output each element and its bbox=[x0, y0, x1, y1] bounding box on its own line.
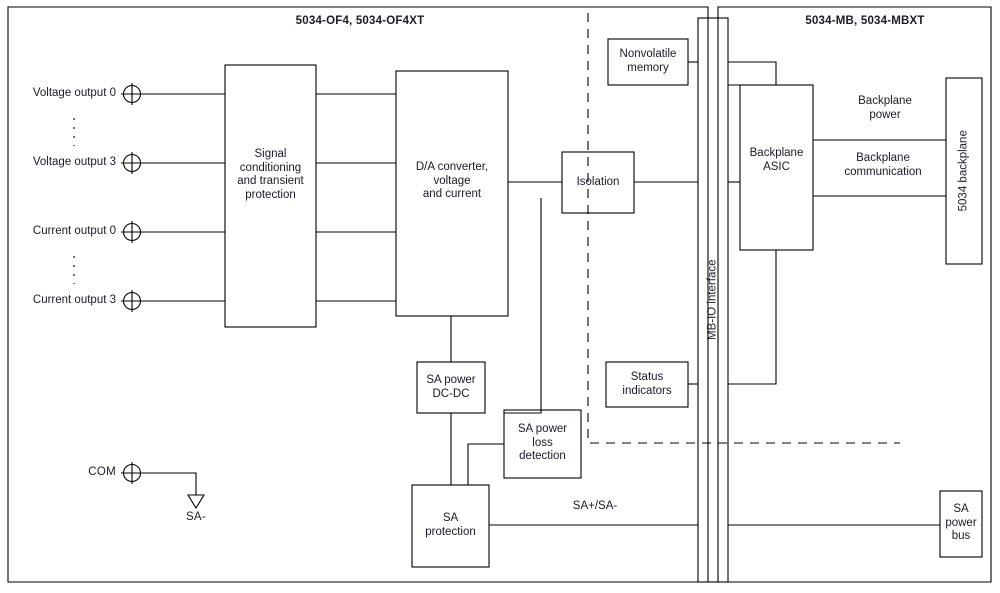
label-backplane-communication-l1: Backplane bbox=[856, 152, 910, 164]
wire-mbio-asic-upper bbox=[728, 61, 777, 85]
label-sa-power-bus-l3: bus bbox=[951, 530, 971, 542]
label-da-converter-l3: and current bbox=[422, 188, 482, 200]
enclosure-right-module bbox=[717, 6, 992, 583]
terminal-voltage-output-3 bbox=[121, 152, 143, 174]
label-nonvolatile-memory-l2: memory bbox=[627, 61, 669, 74]
block-sa-power-bus bbox=[939, 490, 983, 558]
label-current-output-3: Current output 3 bbox=[32, 294, 116, 306]
label-sa-power-bus-l2: power bbox=[945, 516, 977, 529]
label-sa-power-loss-l2: loss bbox=[532, 436, 553, 449]
label-sa-plus-minus: SA+/SA- bbox=[572, 500, 618, 512]
label-com: COM bbox=[88, 466, 116, 478]
label-backplane-asic: Backplane ASIC bbox=[740, 147, 813, 174]
terminal-current-output-0 bbox=[121, 221, 143, 243]
label-backplane-asic-l1: Backplane bbox=[749, 147, 804, 159]
label-5034-backplane: 5034 backplane bbox=[957, 130, 970, 212]
label-da-converter-l2: voltage bbox=[433, 174, 471, 187]
label-sa-power-dcdc-l2: DC-DC bbox=[432, 387, 470, 400]
block-mb-io-interface bbox=[697, 17, 729, 583]
label-backplane-power-l2: power bbox=[869, 108, 901, 121]
label-signal-conditioning-l2: conditioning bbox=[239, 161, 302, 174]
label-mb-io-interface: MB-IO interface bbox=[706, 259, 719, 341]
label-backplane-power: Backplane power bbox=[820, 95, 950, 122]
label-backplane-communication: Backplane communication bbox=[812, 152, 954, 179]
label-sa-power-loss-detection: SA power loss detection bbox=[504, 423, 581, 464]
label-sa-power-dcdc: SA power DC-DC bbox=[417, 374, 485, 401]
wire-asic-bottom-to-mbio bbox=[728, 250, 777, 385]
label-nonvolatile-memory-l1: Nonvolatile bbox=[619, 48, 677, 60]
label-backplane-power-l1: Backplane bbox=[858, 95, 912, 107]
label-sa-power-loss-l3: detection bbox=[519, 450, 566, 462]
block-5034-backplane bbox=[945, 77, 983, 265]
label-signal-conditioning-l3: and transient bbox=[237, 175, 304, 187]
label-signal-conditioning-l1: Signal bbox=[254, 148, 287, 160]
label-sa-power-dcdc-l1: SA power bbox=[426, 374, 476, 386]
label-voltage-output-0: Voltage output 0 bbox=[32, 87, 116, 99]
title-right-module: 5034-MB, 5034-MBXT bbox=[805, 15, 925, 27]
label-current-output-0: Current output 0 bbox=[32, 225, 116, 237]
label-status-indicators: Status indicators bbox=[606, 371, 688, 398]
label-sa-minus: SA- bbox=[185, 511, 207, 523]
label-da-converter-l1: D/A converter, bbox=[415, 161, 489, 173]
label-sa-protection: SA protection bbox=[412, 512, 489, 539]
block-da-converter bbox=[395, 70, 509, 317]
label-sa-power-bus: SA power bus bbox=[940, 503, 982, 544]
lead-com-to-sa-minus bbox=[141, 472, 197, 495]
label-status-indicators-l2: indicators bbox=[622, 384, 672, 397]
terminal-com bbox=[121, 462, 143, 484]
sa-minus-arrow-icon bbox=[187, 494, 205, 510]
label-sa-power-bus-l1: SA bbox=[953, 503, 969, 515]
label-signal-conditioning-l4: protection bbox=[245, 188, 296, 201]
label-sa-power-loss-l1: SA power bbox=[517, 423, 568, 435]
label-nonvolatile-memory: Nonvolatile memory bbox=[608, 48, 688, 75]
wire-sa-power-loss-to-protection bbox=[467, 443, 504, 485]
label-status-indicators-l1: Status bbox=[630, 371, 664, 383]
label-isolation: Isolation bbox=[576, 176, 620, 188]
label-voltage-output-3: Voltage output 3 bbox=[32, 156, 116, 168]
label-backplane-communication-l2: communication bbox=[844, 165, 922, 178]
label-sa-protection-l2: protection bbox=[425, 525, 476, 538]
block-signal-conditioning bbox=[224, 64, 317, 328]
label-sa-protection-l1: SA bbox=[442, 512, 459, 524]
wire-isolation-to-sa-power-loss bbox=[504, 198, 542, 414]
terminal-current-output-3 bbox=[121, 290, 143, 312]
terminal-voltage-output-0 bbox=[121, 83, 143, 105]
label-signal-conditioning: Signal conditioning and transient protec… bbox=[225, 148, 316, 202]
label-backplane-asic-l2: ASIC bbox=[763, 160, 790, 173]
title-left-module: 5034-OF4, 5034-OF4XT bbox=[295, 15, 425, 27]
label-da-converter: D/A converter, voltage and current bbox=[396, 161, 508, 202]
